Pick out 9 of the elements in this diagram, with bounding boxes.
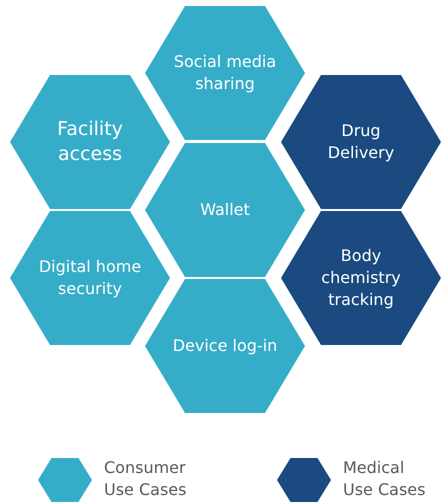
- tile-label: Body chemistry tracking: [320, 245, 402, 311]
- tile-label: Facility access: [56, 117, 124, 167]
- tile-label: Social media sharing: [172, 51, 278, 95]
- tile-label: Digital home security: [38, 256, 142, 300]
- tile-label: Wallet: [199, 199, 251, 221]
- tile-label: Device log-in: [172, 335, 278, 357]
- tile-label: Drug Delivery: [326, 120, 396, 164]
- legend-label: Medical Use Cases: [343, 457, 426, 501]
- legend-label: Consumer Use Cases: [104, 457, 188, 501]
